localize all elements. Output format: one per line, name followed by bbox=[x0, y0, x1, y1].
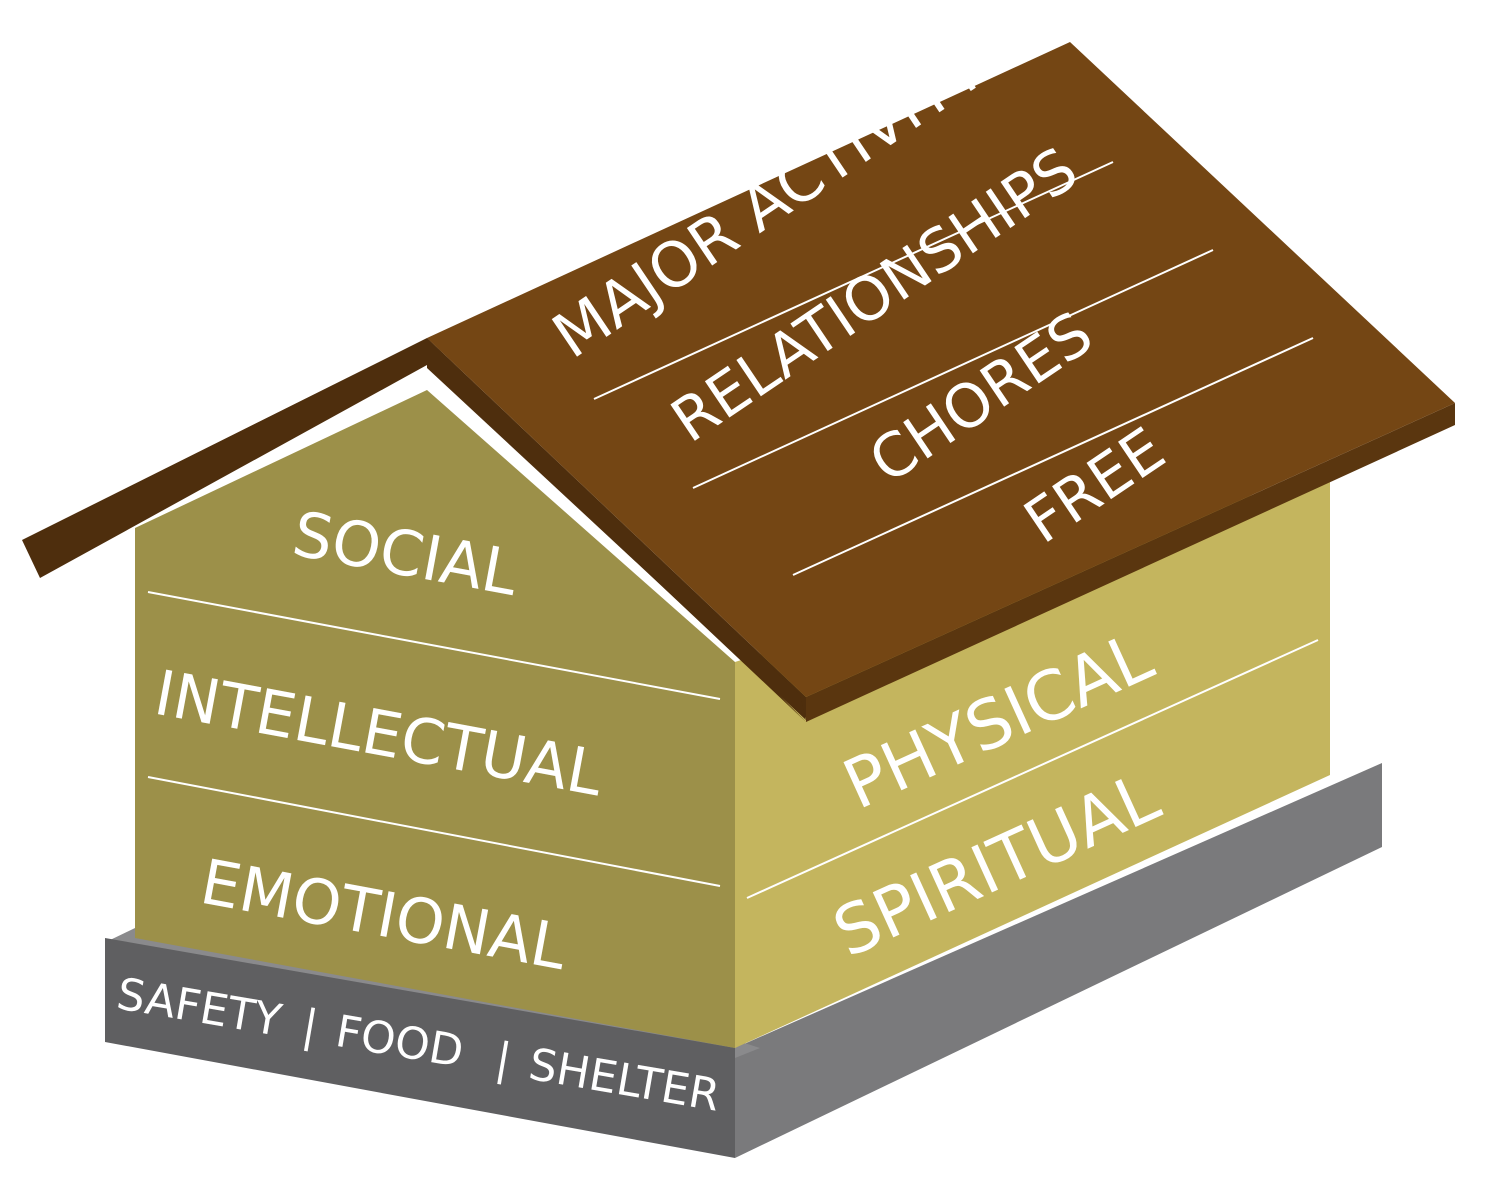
roof-divider-1 bbox=[593, 161, 1114, 400]
gable-divider-2 bbox=[147, 776, 721, 887]
gable-wall bbox=[135, 390, 735, 1048]
roof-divider-2 bbox=[692, 249, 1214, 489]
roof-front-edge-band bbox=[427, 338, 806, 720]
gable-divider-1 bbox=[147, 591, 721, 700]
foundation-front-face bbox=[105, 938, 735, 1158]
roof bbox=[22, 42, 1455, 722]
roof-plane bbox=[427, 42, 1455, 697]
foundation-side-face bbox=[735, 763, 1382, 1158]
roof-left-edge bbox=[22, 338, 427, 578]
roof-divider-3 bbox=[792, 337, 1314, 576]
roof-right-edge bbox=[806, 403, 1455, 722]
side-divider-1 bbox=[746, 639, 1319, 899]
